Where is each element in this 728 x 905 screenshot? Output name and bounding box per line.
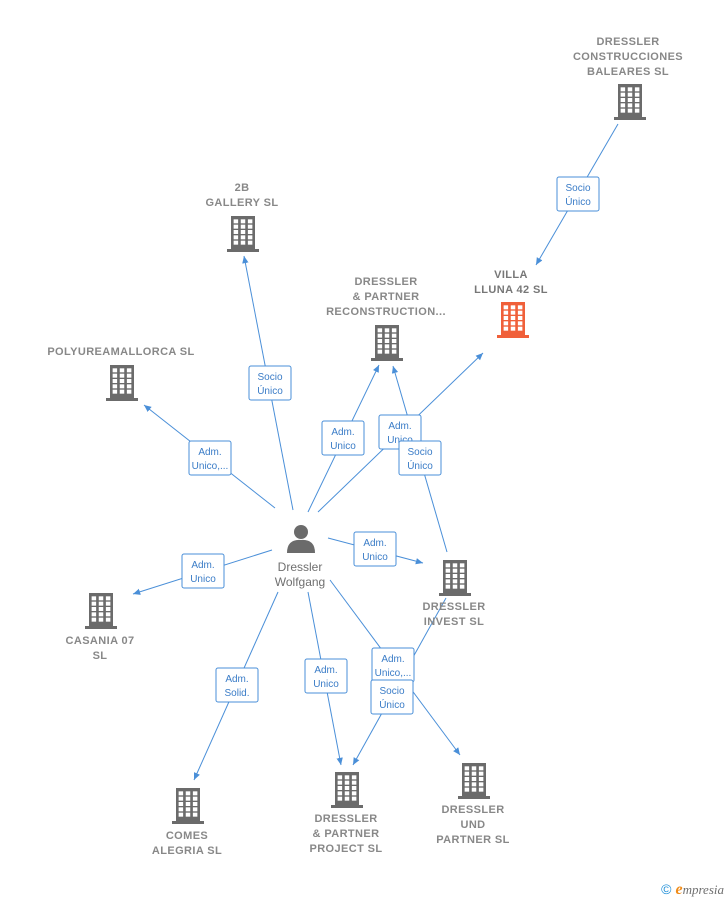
company-label-dinv-line-1: INVEST SL [424, 616, 484, 628]
company-label-dpp-line-0: DRESSLER [314, 813, 377, 825]
edge-labels-layer: SocioÚnicoSocioÚnicoAdm.UnicoAdm.UnicoSo… [181, 176, 600, 715]
company-building-icon-dpr[interactable] [371, 325, 403, 361]
edge-label-text: Adm. [381, 654, 404, 665]
company-label-casania-line-0: CASANIA 07 [66, 635, 135, 647]
copyright-icon: © [661, 881, 672, 897]
edge-label-text: Unico [330, 441, 356, 452]
edge-label-person-to-dpp[interactable]: Adm. Unico [304, 658, 348, 694]
edge-label-text: Socio [379, 686, 404, 697]
edge-label-text: Adm. [191, 560, 214, 571]
edge-label-person-to-poly[interactable]: Adm. Unico,... [188, 440, 232, 476]
edge-label-person-to-dpr[interactable]: Adm. Unico [321, 420, 365, 456]
edge-label-text: Adm. [198, 447, 221, 458]
company-building-icon-dcb[interactable] [614, 84, 646, 120]
edge-label-text: Socio [257, 372, 282, 383]
edge-label-text: Socio [407, 447, 432, 458]
company-building-icon-poly[interactable] [106, 365, 138, 401]
edge-label-text: Unico [190, 574, 216, 585]
edge-label-text: Socio [565, 183, 590, 194]
edge-label-text: Único [565, 195, 591, 208]
edge-label-person-to-comes[interactable]: Adm. Solid. [215, 667, 259, 703]
company-label-comes-line-1: ALEGRIA SL [152, 845, 222, 857]
edge-label-person-to-dinv[interactable]: Adm. Unico [353, 531, 397, 567]
edge-label-text: Adm. [331, 427, 354, 438]
company-label-poly-line-0: POLYUREAMALLORCA SL [47, 346, 194, 358]
edge-label-person-to-casania[interactable]: Adm. Unico [181, 553, 225, 589]
company-label-dup-line-1: UND [460, 819, 485, 831]
edge-label-person-to-dup[interactable]: Adm. Unico,... [371, 647, 415, 683]
edge-label-text: Único [379, 698, 405, 711]
person-label-line-0: Dressler [278, 560, 323, 574]
edge-label-text: Unico,... [375, 668, 412, 679]
edge-label-text: Unico [387, 435, 413, 446]
company-building-icon-casania[interactable] [85, 593, 117, 629]
company-label-dpr-line-0: DRESSLER [354, 276, 417, 288]
edge-label-text: Unico,... [192, 461, 229, 472]
company-label-dpr-line-2: RECONSTRUCTION... [326, 306, 446, 318]
edge-label-text: Solid. [224, 688, 249, 699]
brand-logo: ©empresia [661, 881, 724, 898]
company-label-casania-line-1: SL [93, 650, 108, 662]
company-label-dpp-line-2: PROJECT SL [309, 843, 382, 855]
edge-label-text: Adm. [363, 538, 386, 549]
company-label-comes-line-0: COMES [166, 830, 208, 842]
company-label-dcb-line-0: DRESSLER [596, 36, 659, 48]
edge-label-text: Adm. [314, 665, 337, 676]
company-label-2b-line-0: 2B [235, 182, 250, 194]
edge-label-text: Único [407, 459, 433, 472]
company-label-dpp-line-1: & PARTNER [313, 828, 380, 840]
company-building-icon-2b[interactable] [227, 216, 259, 252]
edge-label-text: Adm. [225, 674, 248, 685]
person-icon[interactable] [287, 525, 315, 553]
person-label-line-1: Wolfgang [275, 575, 325, 589]
company-label-dinv-line-0: DRESSLER [422, 601, 485, 613]
company-building-icon-comes[interactable] [172, 788, 204, 824]
company-label-dcb-line-2: BALEARES SL [587, 66, 669, 78]
edge-label-text: Unico [313, 679, 339, 690]
company-building-icon-dpp[interactable] [331, 772, 363, 808]
nodes-layer: DRESSLER CONSTRUCCIONES BALEARES SL 2B GALLE… [47, 36, 683, 857]
company-building-icon-dup[interactable] [458, 763, 490, 799]
edge-label-text: Unico [362, 552, 388, 563]
edge-label-text: Adm. [388, 421, 411, 432]
company-label-dup-line-0: DRESSLER [441, 804, 504, 816]
edge-label-text: Único [257, 384, 283, 397]
company-label-dpr-line-1: & PARTNER [353, 291, 420, 303]
company-label-villa-line-1: LLUNA 42 SL [474, 284, 548, 296]
company-building-icon-dinv[interactable] [439, 560, 471, 596]
company-label-dcb-line-1: CONSTRUCCIONES [573, 51, 683, 63]
company-label-villa-line-0: VILLA [494, 269, 528, 281]
company-label-dup-line-2: PARTNER SL [436, 834, 509, 846]
company-building-icon-villa[interactable] [497, 302, 529, 338]
company-label-2b-line-1: GALLERY SL [205, 197, 278, 209]
